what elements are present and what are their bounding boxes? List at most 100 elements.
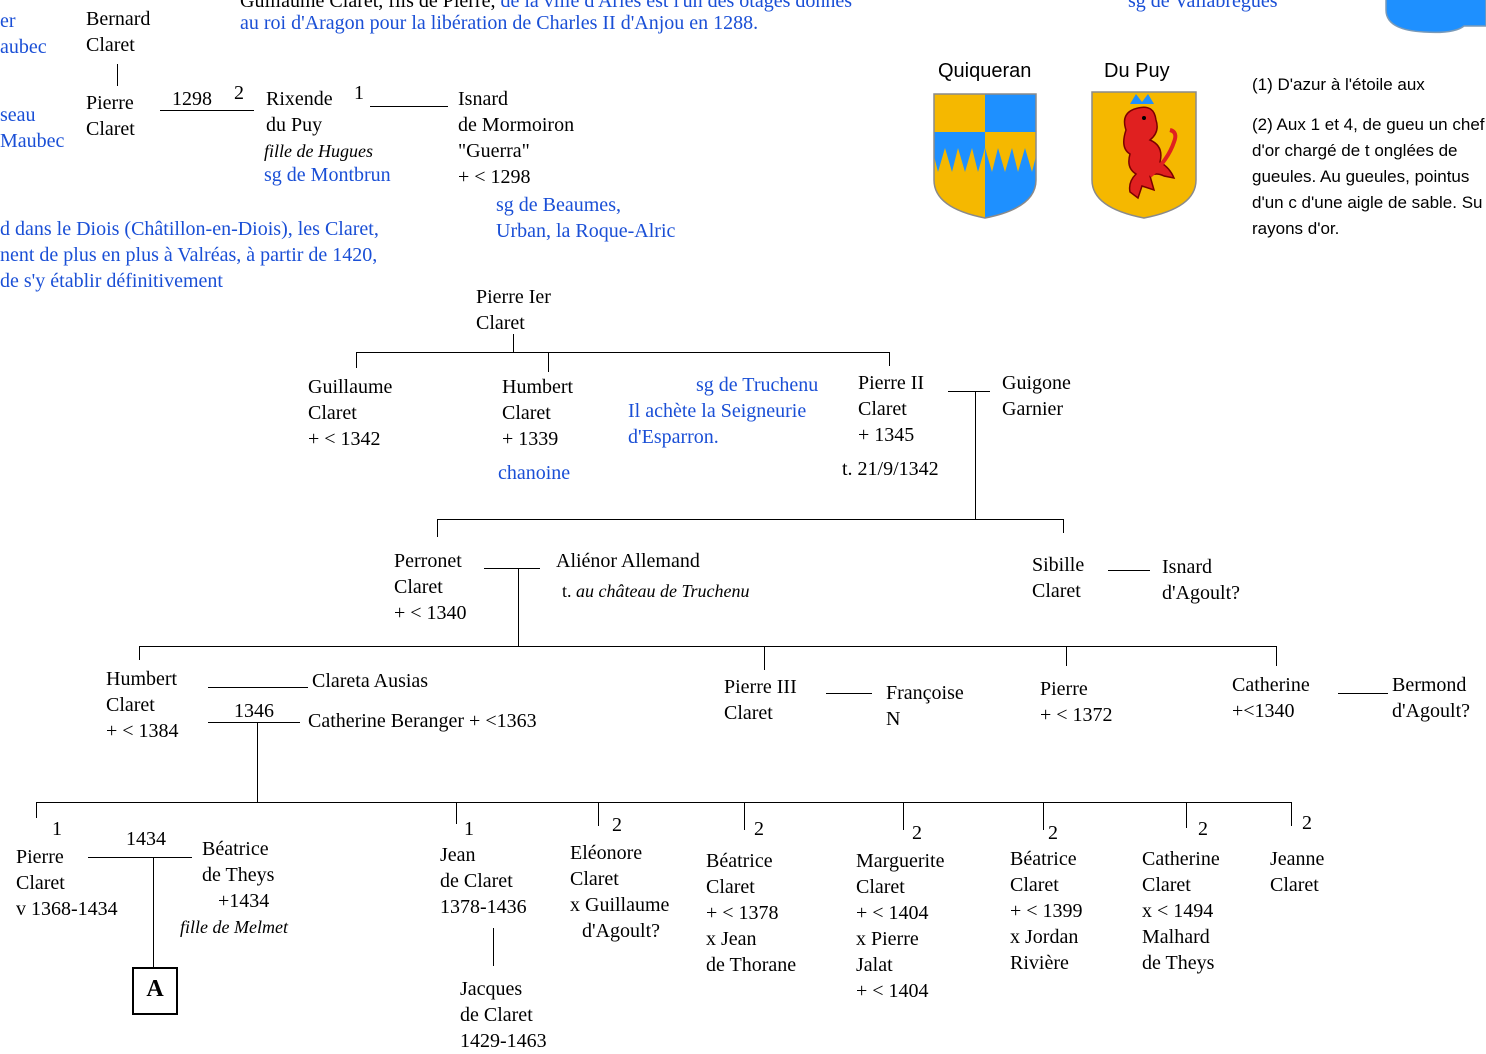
birth-order-number: 2 bbox=[912, 822, 922, 844]
person-jacques-de-claret: Jacques de Claret 1429-1463 bbox=[460, 978, 547, 1052]
pierre-ii-testament: t. 21/9/1342 bbox=[842, 458, 939, 480]
person-isnard-dagoult: Isnard d'Agoult? bbox=[1162, 556, 1241, 604]
person-alienor-allemand: Aliénor Allemand bbox=[556, 550, 700, 572]
marriage-year: 1346 bbox=[234, 700, 274, 722]
person-rixende-du-puy: Rixende du Puy bbox=[266, 88, 333, 136]
connector-line bbox=[1063, 519, 1064, 533]
birth-order-number: 1 bbox=[52, 818, 62, 840]
person-humbert-claret-gen3: Humbert Claret + < 1384 bbox=[106, 668, 179, 742]
connector-line bbox=[518, 568, 519, 646]
person-sibille-claret: Sibille Claret bbox=[1032, 554, 1085, 602]
connector-line bbox=[1066, 646, 1067, 666]
vallabregues-text: sg de Vallabrègues bbox=[1128, 0, 1278, 12]
person-guillaume-claret: Guillaume Claret + < 1342 bbox=[308, 376, 393, 450]
marriage-year: 1298 bbox=[172, 88, 212, 110]
sibling-bar bbox=[36, 802, 1292, 803]
birth-order-number: 1 bbox=[464, 818, 474, 840]
rixende-note: fille de Hugues bbox=[264, 141, 373, 161]
connector-line bbox=[975, 391, 976, 519]
connector-line bbox=[36, 802, 37, 818]
person-pierre-claret-gen4: Pierre Claret v 1368-1434 bbox=[16, 846, 118, 920]
person-bermond-dagoult: Bermond d'Agoult? bbox=[1392, 674, 1471, 722]
partial-shield-icon bbox=[1384, 0, 1486, 38]
birth-order-number: 2 bbox=[1302, 812, 1312, 834]
truchenu-note: sg de Truchenu Il achète la Seigneurie d… bbox=[628, 374, 819, 448]
connector-line bbox=[437, 519, 438, 537]
person-catherine-gen3: Catherine +<1340 bbox=[1232, 674, 1310, 722]
left-edge-text-4: Maubec bbox=[0, 130, 65, 152]
person-catherine-claret-gen4: Catherine Claret x < 1494 Malhard de The… bbox=[1142, 848, 1220, 974]
connector-line bbox=[889, 352, 890, 366]
person-pierre-gen3: Pierre + < 1372 bbox=[1040, 678, 1113, 726]
marriage-year: 1434 bbox=[126, 828, 166, 850]
origin-text-black: Guillaume Claret, fils de Pierre, bbox=[240, 0, 496, 12]
person-pierre-ier-claret: Pierre Ier Claret bbox=[476, 286, 551, 334]
person-eleonore-claret: Eléonore Claret x Guillaume d'Agoult? bbox=[570, 842, 670, 942]
rixende-seigneurie: sg de Montbrun bbox=[264, 164, 391, 186]
person-isnard-mormoiron: Isnard de Mormoiron "Guerra" + < 1298 bbox=[458, 88, 575, 188]
continuation-box-a[interactable]: A bbox=[132, 967, 178, 1015]
connector-line bbox=[356, 352, 357, 368]
connector-line bbox=[139, 646, 140, 660]
connector-line bbox=[548, 352, 549, 372]
connector-line bbox=[257, 722, 258, 802]
beatrice-note: fille de Melmet bbox=[180, 917, 288, 937]
marriage-line bbox=[88, 857, 192, 858]
sibling-bar bbox=[437, 519, 1064, 520]
marriage-line bbox=[160, 110, 254, 111]
birth-order-number: 2 bbox=[1198, 818, 1208, 840]
arms-label-dupuy: Du Puy bbox=[1104, 60, 1170, 82]
marriage-line bbox=[1338, 693, 1388, 694]
connector-line bbox=[117, 64, 118, 86]
connector-line bbox=[456, 802, 457, 824]
sibling-bar bbox=[139, 646, 1277, 647]
left-edge-text-3: seau bbox=[0, 104, 36, 126]
origin-text-line1: Guillaume Claret, fils de Pierre, de la … bbox=[240, 0, 852, 14]
marriage-line bbox=[948, 391, 990, 392]
left-edge-text-2: aubec bbox=[0, 36, 47, 58]
blazon-1: (1) D'azur à l'étoile aux bbox=[1252, 75, 1425, 94]
person-pierre-claret: Pierre Claret bbox=[86, 92, 135, 140]
marriage-line bbox=[208, 722, 300, 723]
person-beatrice-de-theys: Béatrice de Theys +1434 bbox=[202, 838, 275, 912]
birth-order-number: 2 bbox=[612, 814, 622, 836]
alienor-testament: t. au château de Truchenu bbox=[562, 581, 750, 601]
marriage-line bbox=[208, 687, 308, 688]
connector-line bbox=[513, 334, 514, 352]
origin-text-blue: de la ville d'Arles est l'un des otages … bbox=[500, 0, 853, 12]
connector-line bbox=[1043, 802, 1044, 830]
marriage-number: 1 bbox=[354, 82, 364, 104]
person-pierre-iii-claret: Pierre III Claret bbox=[724, 676, 797, 724]
marriage-line bbox=[370, 106, 448, 107]
person-jean-de-claret: Jean de Claret 1378-1436 bbox=[440, 844, 527, 918]
sibling-bar bbox=[356, 352, 890, 353]
connector-line bbox=[153, 857, 154, 967]
person-beatrice-claret-1: Béatrice Claret + < 1378 x Jean de Thora… bbox=[706, 850, 797, 976]
marriage-number: 2 bbox=[234, 82, 244, 104]
connector-line bbox=[1186, 802, 1187, 828]
humbert-office: chanoine bbox=[498, 462, 571, 484]
marriage-line bbox=[1108, 570, 1150, 571]
connector-line bbox=[903, 802, 904, 830]
birth-order-number: 2 bbox=[1048, 822, 1058, 844]
origin-text-line2: au roi d'Aragon pour la libération de Ch… bbox=[240, 12, 759, 34]
connector-line bbox=[598, 802, 599, 826]
connector-line bbox=[744, 802, 745, 830]
person-francoise-n: Françoise N bbox=[886, 682, 964, 730]
person-clareta-ausias: Clareta Ausias bbox=[312, 670, 429, 692]
marriage-line bbox=[484, 568, 540, 569]
person-guigone-garnier: Guigone Garnier bbox=[1002, 372, 1071, 420]
connector-line bbox=[1291, 802, 1292, 826]
blazon-2: (2) Aux 1 et 4, de gueu un chef d'or cha… bbox=[1252, 115, 1485, 238]
isnard-seigneurie: sg de Beaumes, Urban, la Roque-Alric bbox=[496, 194, 676, 242]
marriage-line bbox=[826, 693, 872, 694]
person-bernard-claret: Bernard Claret bbox=[86, 8, 151, 56]
quiqueran-arms-icon bbox=[932, 92, 1038, 220]
person-humbert-claret: Humbert Claret + 1339 bbox=[502, 376, 574, 450]
person-perronet-claret: Perronet Claret + < 1340 bbox=[394, 550, 467, 624]
birth-order-number: 2 bbox=[754, 818, 764, 840]
connector-line bbox=[1276, 646, 1277, 666]
person-beatrice-claret-2: Béatrice Claret + < 1399 x Jordan Rivièr… bbox=[1010, 848, 1083, 974]
diois-note: d dans le Diois (Châtillon-en-Diois), le… bbox=[0, 218, 379, 292]
person-catherine-beranger: Catherine Beranger + <1363 bbox=[308, 710, 537, 732]
